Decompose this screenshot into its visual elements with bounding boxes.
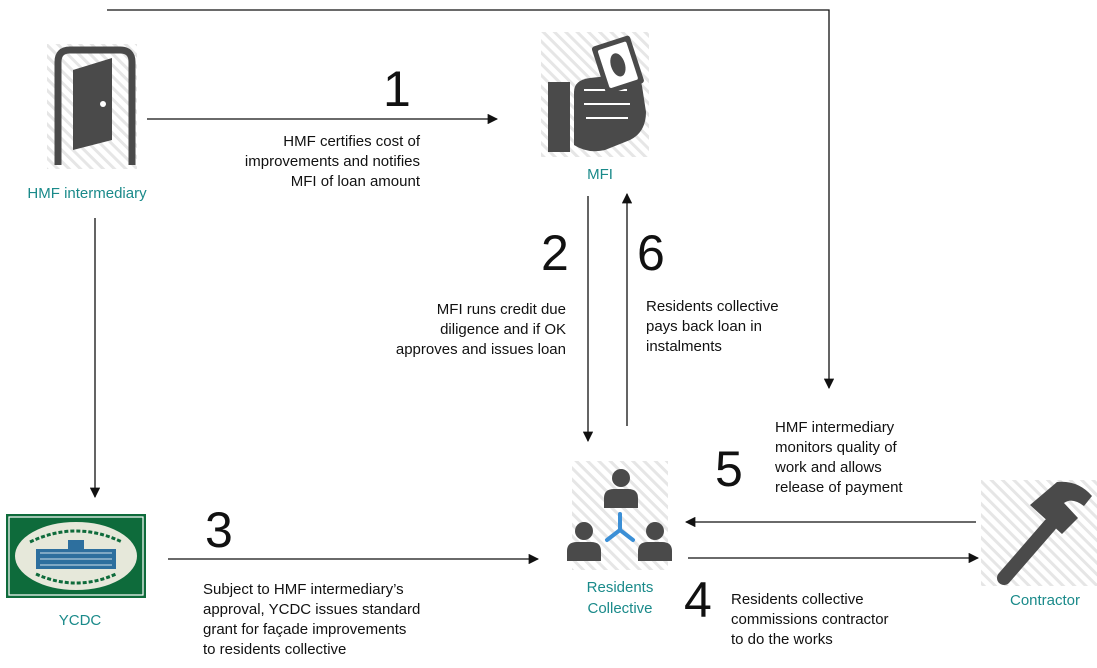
step-2-line-2: diligence and if OK	[440, 321, 566, 338]
step-6-line-2: pays back loan in	[646, 318, 762, 335]
step-6-line-1: Residents collective	[646, 298, 779, 315]
mfi-label: MFI	[587, 166, 613, 183]
step-3-line-3: grant for façade improvements	[203, 621, 407, 638]
step-4-description: Residents collective commissions contrac…	[731, 590, 941, 650]
arrows	[89, 9, 980, 565]
hmf-intermediary-label: HMF intermediary	[27, 185, 147, 202]
step-1-line-1: HMF certifies cost of	[283, 133, 420, 150]
step-6-number: 6	[637, 225, 665, 281]
contractor-label: Contractor	[1009, 592, 1081, 609]
step-3-number: 3	[205, 502, 233, 558]
step-4-number: 4	[684, 572, 712, 628]
step-4-line-1: Residents collective	[731, 591, 864, 608]
step-2-line-3: approves and issues loan	[395, 341, 566, 358]
step-2-line-1: MFI runs credit due	[436, 301, 566, 318]
step-3-description: Subject to HMF intermediary’s approval, …	[203, 580, 463, 660]
step-3-line-1: Subject to HMF intermediary’s	[203, 581, 404, 598]
step-1-line-2: improvements and notifies	[244, 153, 420, 170]
step-1-line-3: MFI of loan amount	[290, 173, 420, 190]
door-icon	[47, 44, 137, 169]
ycdc-building-logo	[6, 514, 146, 598]
step-2-description: MFI runs credit due diligence and if OK …	[350, 300, 566, 360]
hand-holding-money-icon	[541, 32, 649, 157]
ycdc-label: YCDC	[58, 612, 102, 629]
step-5-line-2: monitors quality of	[775, 439, 897, 456]
hammer-icon	[981, 480, 1097, 586]
step-5-line-3: work and allows	[775, 459, 882, 476]
step-6-line-3: instalments	[646, 338, 722, 355]
residents-collective-label: Residents Collective	[570, 577, 670, 619]
step-5-line-1: HMF intermediary	[775, 419, 895, 436]
step-3-line-2: approval, YCDC issues standard	[203, 601, 421, 618]
step-1-description: HMF certifies cost of improvements and n…	[210, 132, 420, 192]
step-5-number: 5	[715, 441, 743, 497]
people-network-icon	[567, 461, 672, 570]
residents-collective-label-line-1: Residents	[586, 579, 654, 596]
step-2-number: 2	[541, 225, 569, 281]
arrow-hmf-to-contractor-monitoring	[107, 9, 835, 390]
step-5-description: HMF intermediary monitors quality of wor…	[775, 418, 965, 498]
step-3-line-4: to residents collective	[203, 641, 347, 658]
step-1-number: 1	[383, 61, 411, 117]
step-4-line-3: to do the works	[731, 631, 833, 648]
step-4-line-2: commissions contractor	[731, 611, 889, 628]
step-5-line-4: release of payment	[775, 479, 903, 496]
residents-collective-label-line-2: Collective	[587, 600, 653, 617]
step-6-description: Residents collective pays back loan in i…	[646, 297, 846, 357]
